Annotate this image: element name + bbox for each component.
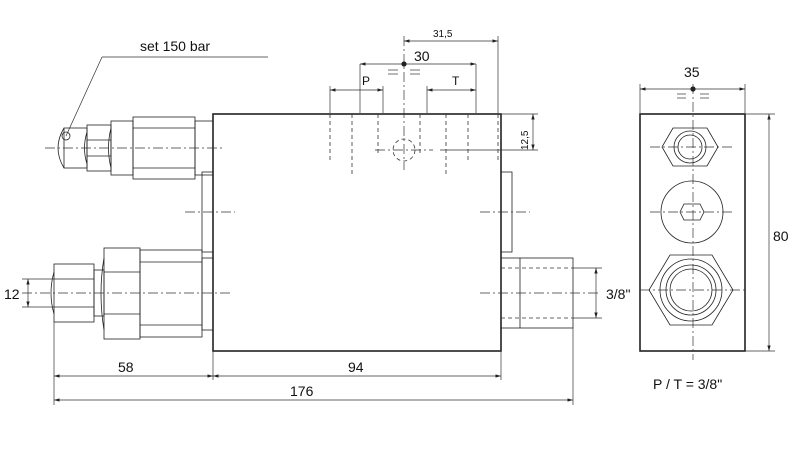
lower-left-fitting — [50, 247, 214, 340]
setting-label: set 150 bar — [140, 38, 210, 54]
dim-94-label: 94 — [348, 359, 364, 375]
relief-cartridge — [57, 116, 214, 180]
dim-31-5-label: 31,5 — [433, 29, 453, 40]
port-p-label: P — [362, 74, 370, 88]
dim-35-label: 35 — [684, 64, 700, 80]
setting-leader — [65, 56, 268, 137]
center-mark-dot — [401, 61, 407, 67]
dim-80-label: 80 — [773, 228, 789, 244]
port-size-note: P / T = 3/8" — [653, 376, 722, 392]
valve-body — [212, 113, 502, 352]
side-view: 35 80 P / T = 3/8" — [639, 64, 789, 392]
side-body — [639, 113, 746, 352]
front-view: 31,5 30 P T 12,5 set 150 bar 12 3/8" — [4, 29, 630, 405]
dim-30-label: 30 — [414, 48, 430, 64]
dim-58-label: 58 — [118, 359, 134, 375]
dim-3-8-label: 3/8" — [606, 286, 630, 302]
dim-12-5-label: 12,5 — [520, 130, 531, 150]
dim-12-label: 12 — [4, 286, 20, 302]
dim-176-label: 176 — [290, 383, 314, 399]
port-t-label: T — [452, 74, 460, 88]
